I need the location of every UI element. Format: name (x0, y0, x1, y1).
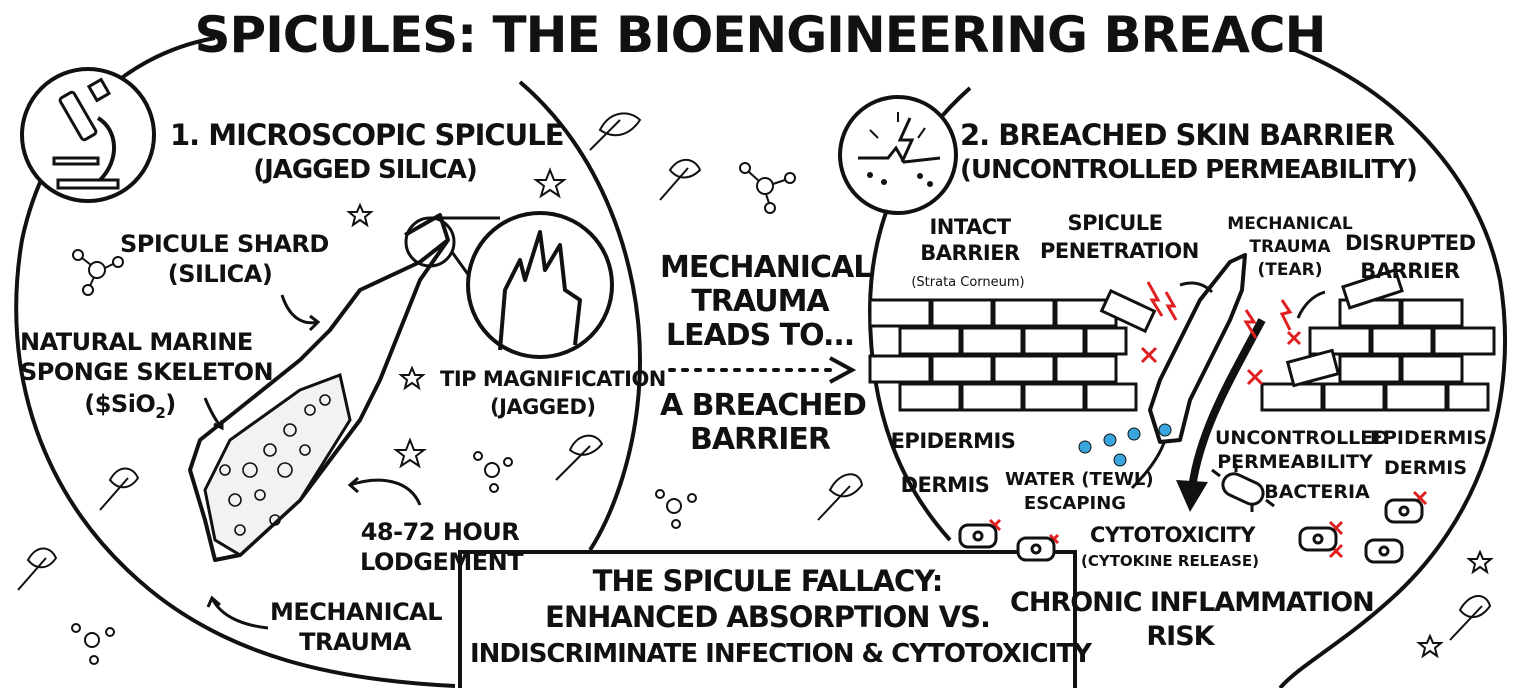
bacteria-icon (1211, 464, 1275, 512)
chronic-inflammation-line2: RISK (1146, 621, 1214, 652)
middle-dotted-arrow (668, 356, 857, 384)
disrupted-label-line1: DISRUPTED (1345, 231, 1476, 255)
spicule-shard-drawing (188, 213, 500, 562)
middle-line2: TRAUMA (691, 284, 829, 319)
dermis-cells (958, 498, 1424, 564)
sponge-formula: ($SiO2) (84, 390, 176, 422)
panel1-arrows (203, 294, 422, 630)
panel1-subheading: (JAGGED SILICA) (253, 155, 477, 185)
panel1-circle-right (518, 80, 643, 552)
permeability-arrow (1130, 281, 1326, 512)
shard-label-line1: SPICULE SHARD (120, 230, 329, 258)
panel1-heading: 1. MICROSCOPIC SPICULE (170, 118, 565, 152)
decorative-molecule-icon (71, 162, 796, 665)
lodgement-label-line1: 48-72 HOUR (360, 518, 520, 546)
bottom-box (458, 550, 1077, 688)
penetration-label-line1: SPICULE (1067, 211, 1163, 235)
epidermis-right-label: EPIDERMIS (1370, 427, 1488, 449)
disrupted-label-line2: BARRIER (1360, 259, 1460, 283)
sponge-label-line1: NATURAL MARINE (20, 328, 253, 356)
trauma-label-line2: TRAUMA (299, 628, 411, 656)
broken-barrier-lightning-icon (838, 95, 958, 215)
cytotoxicity-label-line2: (CYTOKINE RELEASE) (1080, 552, 1260, 570)
intact-label-line2: BARRIER (920, 241, 1020, 265)
page-title: SPICULES: THE BIOENGINEERING BREACH (194, 6, 1327, 64)
penetration-label-line2: PENETRATION (1040, 239, 1199, 263)
uncontrolled-label-line1: UNCONTROLLED (1215, 427, 1390, 449)
dermis-left-label: DERMIS (900, 473, 990, 497)
tip-magnification-drawing (466, 211, 614, 359)
middle-line1: MECHANICAL (660, 250, 872, 285)
penetrating-spicule (1148, 253, 1247, 444)
epidermis-left-label: EPIDERMIS (890, 429, 1016, 453)
sponge-label-line2: SPONGE SKELETON (20, 358, 274, 386)
middle-line4: A BREACHED (660, 388, 867, 423)
chronic-inflammation-line1: CHRONIC INFLAMMATION (1010, 587, 1375, 618)
skin-barrier-bricks (868, 267, 1496, 412)
dermis-right-label: DERMIS (1383, 457, 1468, 479)
mech-trauma-line3: (TEAR) (1257, 260, 1323, 280)
water-label-line1: WATER (TEWL) (1005, 469, 1154, 490)
panel2-heading: 2. BREACHED SKIN BARRIER (960, 118, 1395, 152)
fallacy-line3: INDISCRIMINATE INFECTION & CYTOTOXICITY (470, 639, 1092, 669)
fallacy-line2: ENHANCED ABSORPTION VS. (545, 600, 991, 634)
water-label-line2: ESCAPING (1023, 493, 1127, 514)
fallacy-line1: THE SPICULE FALLACY: (592, 564, 944, 598)
panel2-circle (1278, 46, 1507, 688)
trauma-label-line1: MECHANICAL (270, 598, 443, 626)
mech-trauma-line1: MECHANICAL (1227, 214, 1353, 234)
shard-label-line2: (SILICA) (167, 260, 273, 288)
bacteria-label: BACTERIA (1264, 481, 1370, 503)
intact-label-sub: (Strata Corneum) (911, 275, 1025, 290)
middle-line5: BARRIER (689, 422, 831, 457)
lodgement-label-line2: LODGEMENT (360, 548, 524, 576)
intact-label-line1: INTACT (929, 215, 1011, 239)
panel2-subheading: (UNCONTROLLED PERMEABILITY) (960, 155, 1418, 185)
uncontrolled-label-line2: PERMEABILITY (1217, 451, 1373, 473)
microscope-icon (20, 67, 156, 203)
decorative-star-icon (346, 167, 1494, 659)
middle-line3: LEADS TO... (665, 318, 855, 353)
tip-label-line2: (JAGGED) (490, 395, 596, 419)
water-droplets (1078, 423, 1172, 467)
tip-label-line1: TIP MAGNIFICATION (440, 367, 666, 391)
mech-trauma-line2: TRAUMA (1249, 237, 1331, 257)
cytotoxicity-label-line1: CYTOTOXICITY (1090, 523, 1255, 547)
decorative-leaf-icon (17, 112, 1492, 641)
